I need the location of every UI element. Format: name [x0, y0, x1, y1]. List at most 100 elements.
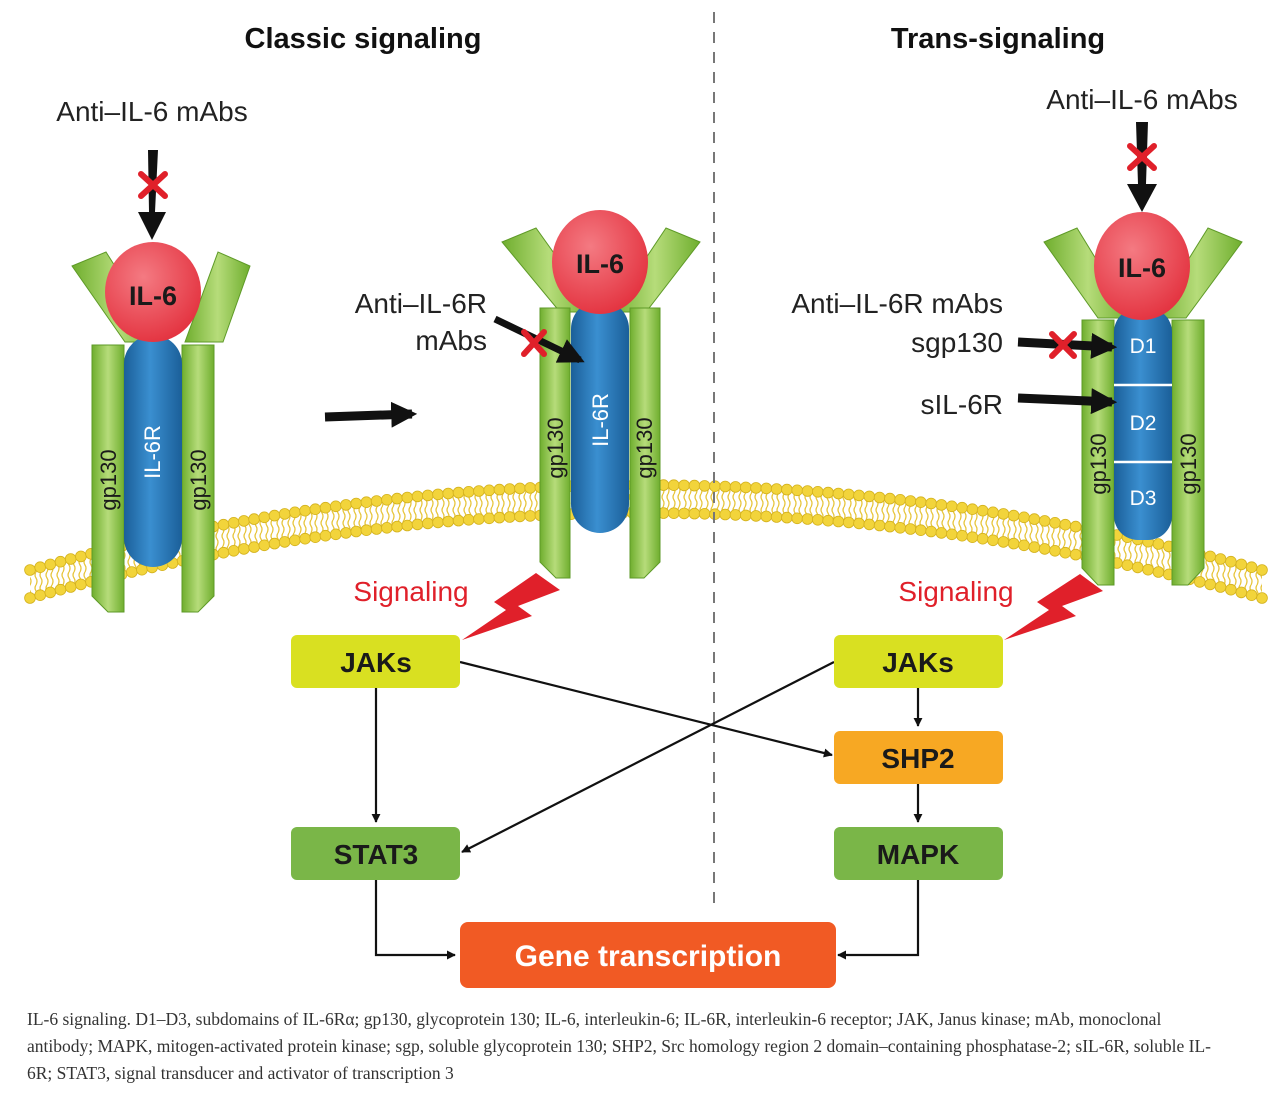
lipid-head [64, 581, 77, 593]
lipid-head [329, 528, 342, 541]
lipid-head [987, 506, 999, 519]
anti-il6-arrow-trans [1127, 122, 1157, 212]
lipid-head [698, 507, 711, 520]
lipid-head [811, 513, 824, 526]
lipid-head [904, 495, 917, 507]
lipid-head [688, 479, 701, 492]
lipid-head [750, 482, 762, 494]
lipid-head [667, 479, 680, 492]
lipid-head [791, 484, 803, 497]
lipid-head [1007, 509, 1020, 522]
lipid-head [350, 525, 363, 538]
lipid-head [360, 496, 373, 509]
lipid-head [719, 508, 731, 521]
lipid-head [1121, 559, 1134, 571]
lipid-head [493, 511, 506, 524]
domain-d3-label: D3 [1130, 487, 1157, 510]
lipid-head [1038, 515, 1051, 527]
lipid-head [987, 534, 999, 547]
pathway-connectors [371, 660, 923, 960]
figure-caption: IL-6 signaling. D1–D3, subdomains of IL-… [27, 1009, 1211, 1083]
sgp130-label: sgp130 [911, 327, 1003, 358]
lipid-head [44, 586, 57, 599]
il6-label: IL-6 [1118, 253, 1166, 283]
lipid-head [832, 487, 845, 500]
lipid-head [956, 501, 968, 514]
signaling-label-trans: Signaling [898, 576, 1013, 607]
lipid-head [360, 524, 373, 536]
lipid-head [904, 523, 917, 535]
gp130-label: gp130 [1086, 433, 1111, 494]
lipid-head [370, 495, 383, 507]
jaks-box-classic: JAKs [291, 635, 460, 688]
lipid-head [1028, 513, 1041, 525]
lipid-head [729, 481, 742, 493]
lipid-head [667, 507, 680, 520]
lipid-head [442, 515, 455, 528]
lipid-head [340, 527, 352, 539]
lipid-head [842, 516, 855, 529]
lipid-head [503, 511, 516, 523]
lipid-head [739, 481, 752, 494]
lipid-head [873, 491, 886, 504]
stat3-box: STAT3 [291, 827, 460, 880]
lipid-head [966, 531, 979, 543]
gp130-label: gp130 [96, 449, 121, 510]
lipid-head [760, 482, 773, 495]
lipid-head [832, 515, 845, 528]
lipid-head [473, 513, 485, 525]
lipid-head [340, 499, 352, 511]
lipid-head [473, 485, 485, 497]
lipid-head [462, 513, 475, 526]
lipid-head [483, 512, 496, 525]
lipid-head [1152, 538, 1165, 550]
lipid-head [64, 553, 77, 565]
lipid-head [770, 511, 783, 523]
lipid-head [997, 536, 1010, 548]
lipid-head [698, 480, 711, 492]
lipid-head [1225, 583, 1237, 596]
lipid-head [966, 503, 979, 516]
lipid-head [268, 537, 281, 550]
lipid-head [678, 507, 690, 520]
lipid-head [381, 493, 393, 506]
lipid-head [863, 490, 876, 503]
lipid-head [1142, 563, 1154, 576]
trans-signaling-title: Trans-signaling [891, 23, 1105, 55]
lipid-head [319, 529, 332, 542]
lipid-head [514, 482, 526, 495]
stat3-label: STAT3 [334, 839, 419, 870]
lipid-head [842, 488, 855, 501]
lipid-head [1028, 541, 1041, 553]
anti-il6-mabs-label-classic: Anti–IL-6 mAbs [56, 96, 247, 127]
gp130-label: gp130 [1176, 433, 1201, 494]
lipid-head [853, 517, 865, 530]
lipid-head [217, 518, 230, 531]
lipid-head [750, 510, 762, 522]
lipid-head [678, 479, 690, 492]
lipid-head [1131, 561, 1144, 574]
lipid-head [935, 499, 948, 511]
lipid-head [1038, 543, 1051, 555]
lipid-head [217, 546, 230, 559]
lipid-head [1018, 511, 1030, 524]
lipid-head [1069, 548, 1082, 561]
lipid-head [863, 518, 876, 531]
anti-il6r-mabs-label-classic: Anti–IL-6R [355, 288, 487, 319]
lipid-head [514, 510, 526, 523]
lipid-head [945, 528, 958, 541]
lipid-head [227, 544, 240, 557]
lipid-head [493, 483, 506, 496]
lipid-head [452, 514, 465, 527]
mapk-box: MAPK [834, 827, 1003, 880]
lipid-head [54, 555, 67, 568]
lipid-head [1214, 553, 1227, 565]
il6r-label: IL-6R [140, 425, 165, 479]
lipid-head [411, 490, 424, 503]
lipid-head [391, 492, 403, 505]
il6-signaling-diagram: Classic signaling Trans-signaling IL-6 I… [24, 12, 1268, 988]
anti-il6-arrow-classic [138, 150, 166, 240]
lipid-head [1007, 537, 1020, 550]
block-x-icon [521, 329, 547, 357]
lipid-head [258, 511, 271, 524]
